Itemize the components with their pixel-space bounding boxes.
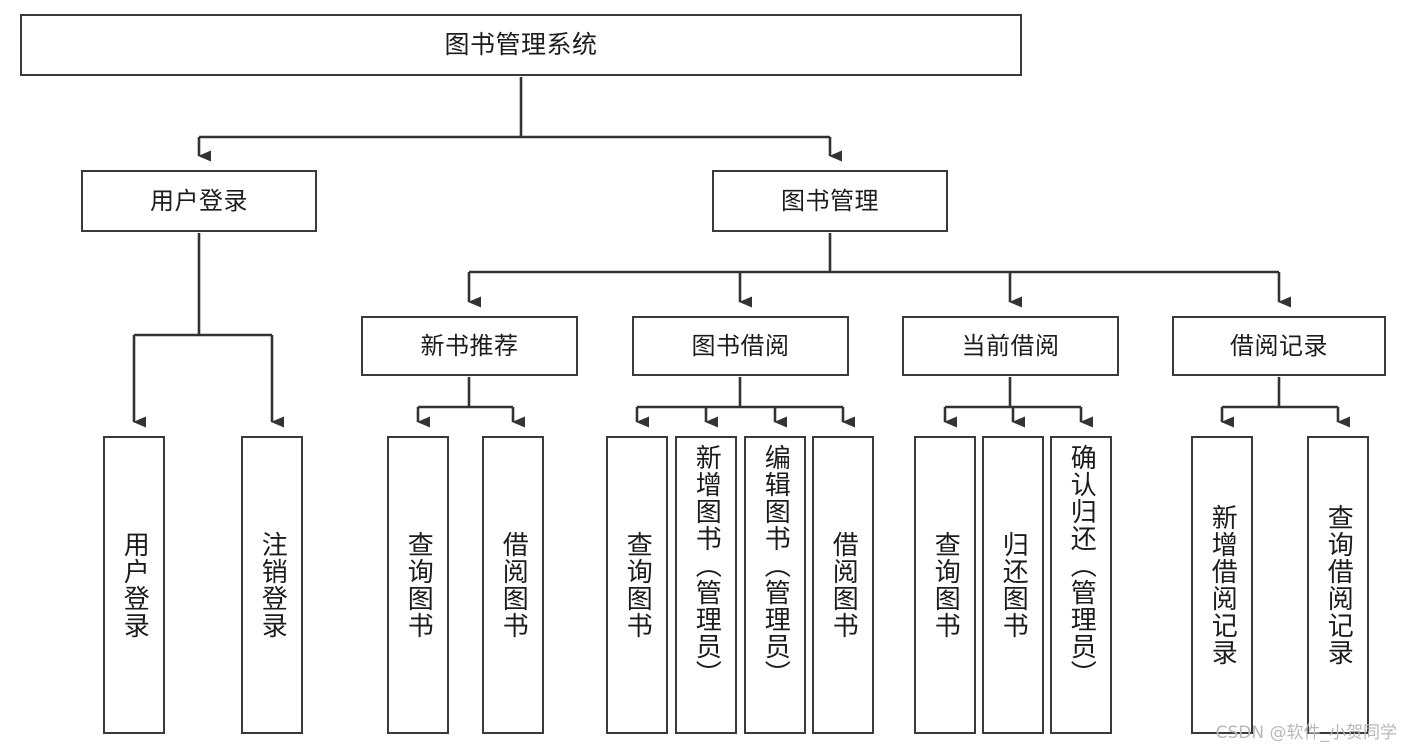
leaf-return-book[interactable]: 归还图书 [982,436,1044,734]
node-label: 查询图书 [403,531,434,639]
node-label: 新增借阅记录 [1207,504,1238,666]
leaf-add-book-admin[interactable]: 新增图书（管理员） [675,436,737,734]
node-book-borrow[interactable]: 图书借阅 [632,316,849,376]
leaf-logout[interactable]: 注销登录 [241,436,303,734]
node-current-borrow[interactable]: 当前借阅 [902,316,1119,376]
node-label: 图书管理 [781,186,879,215]
node-label: 图书管理系统 [444,30,598,59]
node-label: 新增图书（管理员） [691,444,722,687]
node-label: 查询图书 [622,531,653,639]
node-new-book-recommend[interactable]: 新书推荐 [361,316,578,376]
leaf-borrow-book[interactable]: 借阅图书 [812,436,874,734]
node-label: 借阅图书 [828,531,859,639]
node-borrow-record[interactable]: 借阅记录 [1172,316,1386,376]
node-label: 确认归还（管理员） [1066,444,1097,687]
leaf-query-book-current[interactable]: 查询图书 [914,436,976,734]
leaf-query-book-borrow[interactable]: 查询图书 [606,436,668,734]
node-label: 当前借阅 [961,331,1060,360]
leaf-confirm-return-admin[interactable]: 确认归还（管理员） [1050,436,1112,734]
node-label: 归还图书 [998,531,1029,639]
leaf-borrow-book-newbook[interactable]: 借阅图书 [482,436,544,734]
leaf-add-borrow-record[interactable]: 新增借阅记录 [1191,436,1253,734]
node-root-system[interactable]: 图书管理系统 [20,14,1022,76]
node-label: 注销登录 [257,531,288,639]
node-user-login[interactable]: 用户登录 [81,170,317,232]
leaf-query-borrow-record[interactable]: 查询借阅记录 [1307,436,1369,734]
node-label: 用户登录 [119,531,150,639]
node-book-management[interactable]: 图书管理 [712,170,948,232]
leaf-user-login[interactable]: 用户登录 [103,436,165,734]
node-label: 查询借阅记录 [1323,504,1354,666]
node-label: 编辑图书（管理员） [760,444,791,687]
node-label: 借阅图书 [498,531,529,639]
node-label: 借阅记录 [1230,331,1328,360]
leaf-query-book-newbook[interactable]: 查询图书 [387,436,449,734]
leaf-edit-book-admin[interactable]: 编辑图书（管理员） [744,436,806,734]
node-label: 用户登录 [150,186,248,215]
node-label: 图书借阅 [691,331,790,360]
csdn-watermark: CSDN @软件_小贺同学 [1215,723,1397,743]
node-label: 查询图书 [930,531,961,639]
node-label: 新书推荐 [420,331,519,360]
